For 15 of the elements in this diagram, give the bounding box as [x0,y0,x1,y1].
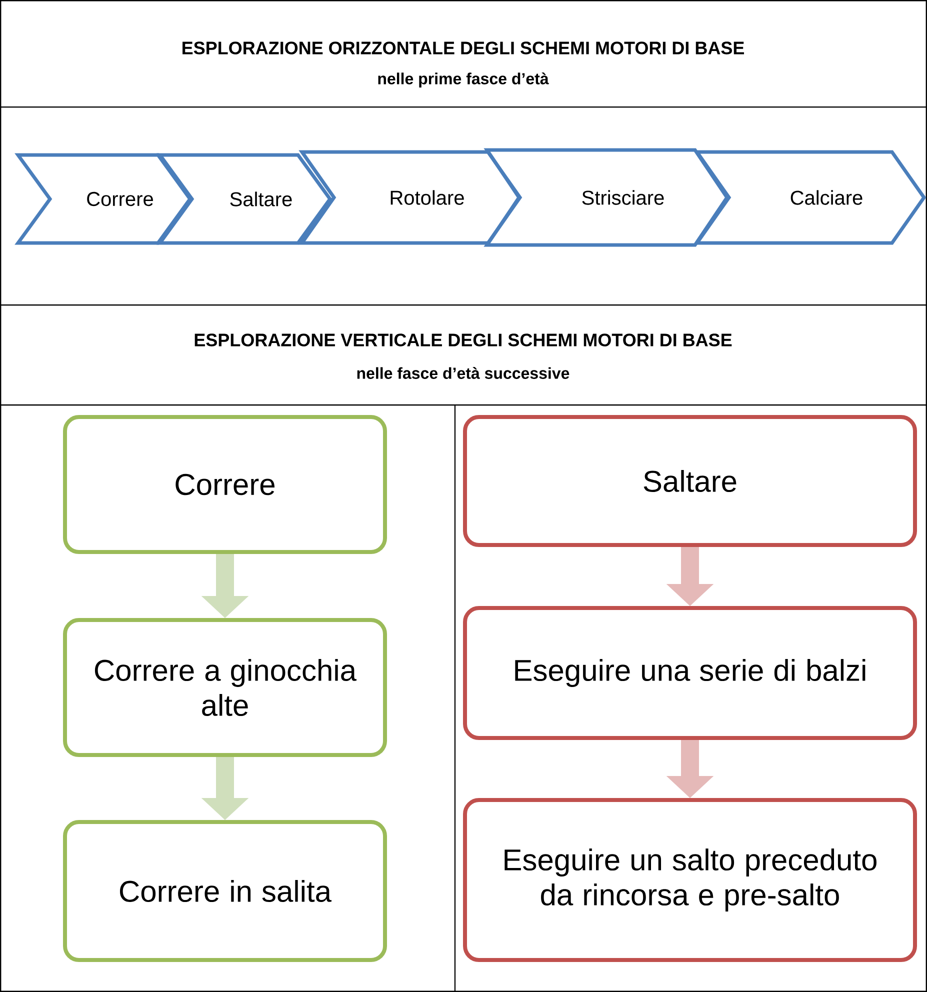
process-step: Saltare [156,153,332,245]
rounded-box: Correre [63,415,387,554]
process-step: Calciare [694,150,926,245]
process-step: Strisciare [484,148,730,247]
rounded-box: Correre a ginocchia alte [63,618,387,757]
subheading-text: nelle prime fasce d’età [378,72,549,88]
rounded-box: Saltare [463,415,917,547]
rounded-box: Eseguire una serie di balzi [463,606,917,740]
subheading-text: nelle fasce d’età successive [357,367,570,379]
rounded-box: Correre in salita [63,820,387,962]
rounded-box: Eseguire un salto preceduto da rincorsa e pre-salto [463,798,917,962]
heading-text: ESPLORAZIONE VERTICALE DEGLI SCHEMI MOTORI DI BASE [194,334,732,346]
process-step: Correre [14,153,192,245]
process-step: Rotolare [298,150,522,245]
heading-text: ESPLORAZIONE ORIZZONTALE DEGLI SCHEMI MOTORI DI BASE [182,42,744,54]
